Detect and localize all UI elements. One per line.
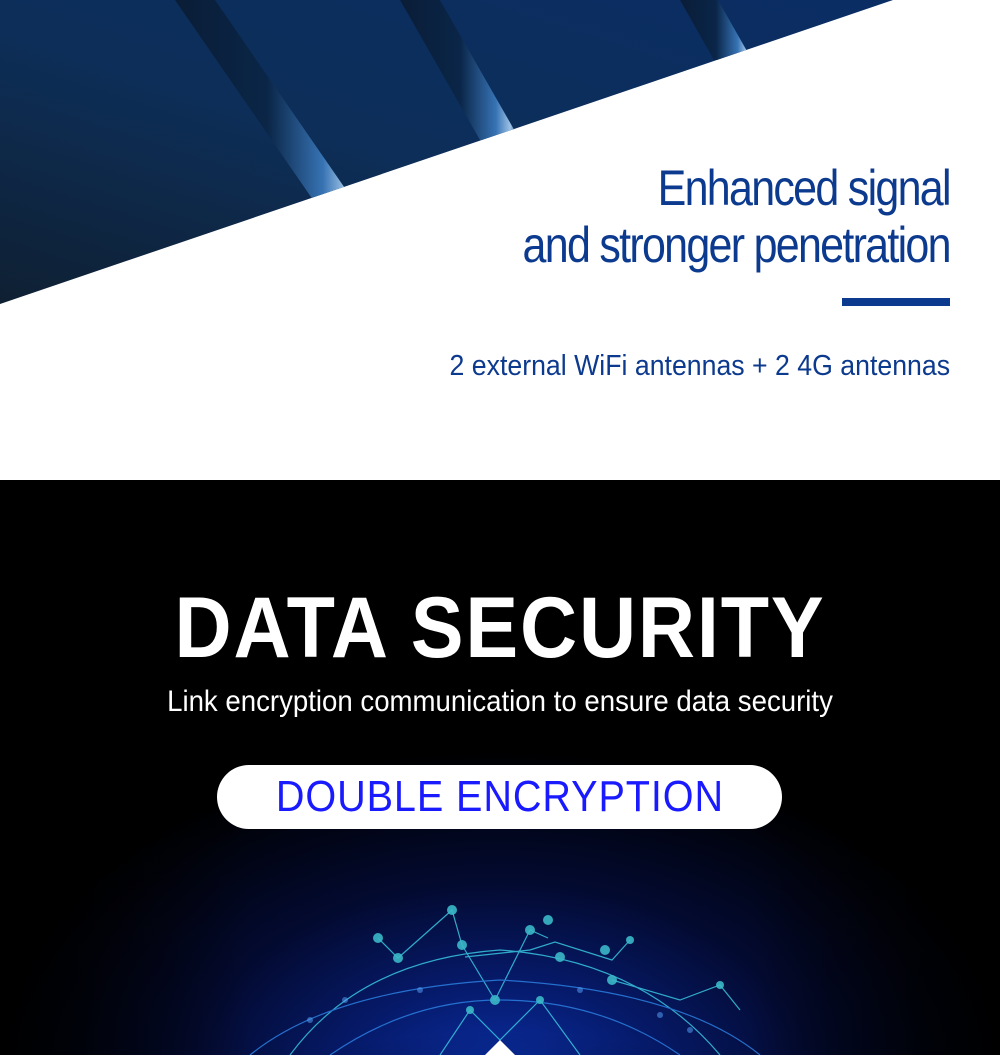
headline-line-2: and stronger penetration [522,217,952,273]
badge-label: DOUBLE ENCRYPTION [275,772,724,821]
headline-line-1: Enhanced signal [657,160,952,216]
antenna-spec-text: 2 external WiFi antennas + 2 4G antennas [449,350,950,382]
security-description: Link encryption communication to ensure … [167,685,833,718]
signal-headline: Enhanced signal and stronger penetration [522,160,952,274]
network-globe-icon [140,895,860,1055]
accent-divider [842,298,950,306]
double-encryption-badge: DOUBLE ENCRYPTION [217,765,782,829]
security-feature-section: DATA SECURITY Link encryption communicat… [0,480,1000,1055]
security-title: DATA SECURITY [174,580,826,676]
signal-feature-section: Enhanced signal and stronger penetration… [0,0,1000,480]
antenna-closeup-icon [0,0,893,304]
